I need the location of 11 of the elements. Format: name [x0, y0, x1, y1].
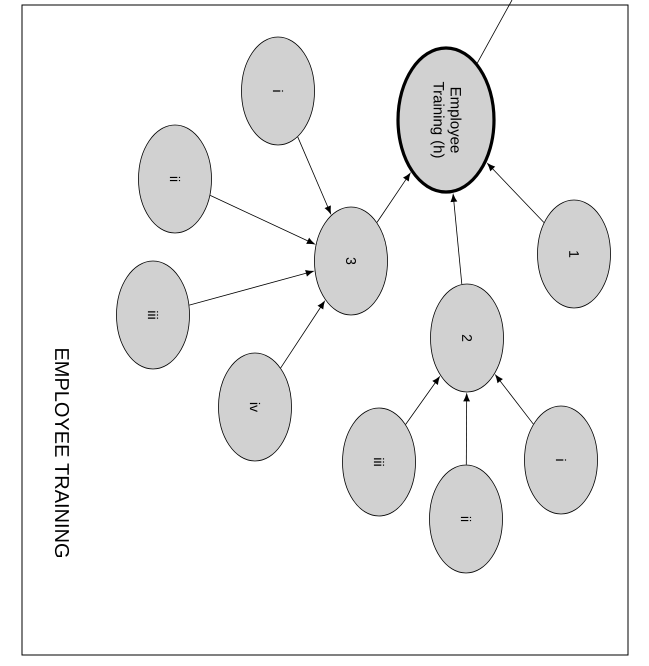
arrow: [297, 136, 332, 214]
arrow: [495, 374, 534, 424]
title: EMPLOYEE TRAINING: [54, 349, 70, 558]
arrow: [188, 270, 314, 306]
arrow: [487, 163, 544, 223]
arrow: [463, 394, 470, 465]
arrow: [450, 194, 462, 285]
arrow: [376, 172, 410, 223]
arrow: [405, 376, 440, 425]
arrow: [280, 301, 325, 368]
arrow: [210, 195, 315, 244]
